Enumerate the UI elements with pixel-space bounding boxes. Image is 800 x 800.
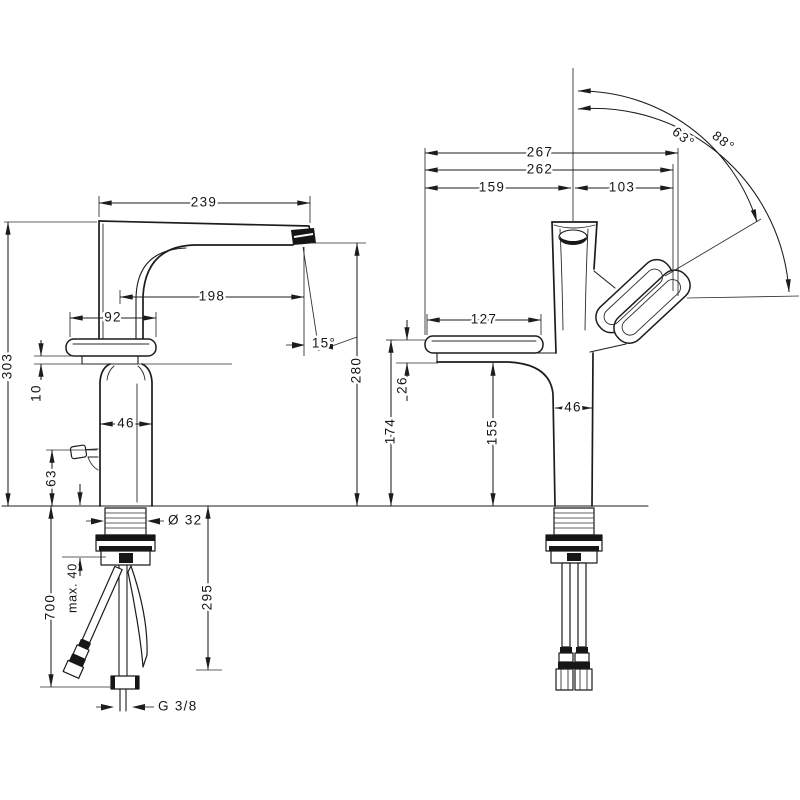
dim-label-88deg: 88° (709, 128, 737, 155)
dim-label-700: 700 (43, 594, 58, 620)
dim-label-63deg: 63° (669, 124, 697, 151)
dim-label-dia32: Ø 32 (168, 513, 202, 528)
dim-hose-length-700: 700 (40, 505, 112, 688)
dim-label-155: 155 (485, 419, 500, 445)
aerator-front (558, 229, 588, 245)
dim-label-198: 198 (199, 289, 225, 304)
dim-label-max40: max. 40 (65, 563, 79, 613)
dim-label-280: 280 (349, 357, 364, 383)
dim-shelf-lip-10: 10 (26, 340, 232, 404)
side-view-underdeck (62, 507, 156, 712)
dim-label-127: 127 (471, 312, 497, 327)
dim-label-15deg: 15° (312, 336, 336, 351)
angle-arc-88 (577, 105, 791, 293)
dim-body-width-46-side: 46 (99, 413, 153, 433)
dim-label-10: 10 (29, 384, 44, 402)
dim-thread-g38: G 3/8 (96, 696, 199, 716)
side-view-faucet-body (65, 220, 316, 507)
front-view: 267 262 159 103 127 26 (380, 68, 800, 691)
dim-width-262: 262 (424, 159, 674, 291)
dim-center-left-159: 159 (424, 177, 572, 197)
dim-total-height-303: 303 (0, 221, 97, 507)
front-view-underdeck (545, 507, 603, 691)
front-view-faucet-body (424, 68, 691, 507)
dim-spout-angle-15: 15° (286, 246, 358, 353)
dim-label-295: 295 (200, 584, 215, 610)
dim-label-46-side: 46 (117, 416, 135, 431)
dim-center-right-103: 103 (574, 177, 674, 197)
dim-label-63: 63 (44, 469, 59, 487)
angle-arc-63 (577, 88, 758, 223)
dim-label-92: 92 (104, 310, 122, 325)
dim-label-103: 103 (609, 180, 635, 195)
dim-label-267: 267 (527, 145, 553, 160)
dim-shelf-width-127: 127 (426, 309, 542, 335)
dim-projection-239: 239 (98, 192, 311, 223)
dim-body-width-46-front: 46 (554, 397, 593, 417)
g38-nut (110, 675, 140, 690)
dim-height-under-shelf-155: 155 (482, 362, 502, 507)
dim-overall-width-267: 267 (424, 142, 679, 335)
supply-hoses (555, 562, 593, 691)
dim-shank-diameter-32: Ø 32 (86, 510, 204, 530)
shelf-plate-front (424, 335, 544, 354)
dim-valve-height-63: 63 (41, 449, 97, 507)
dim-label-46-front: 46 (564, 400, 582, 415)
flex-hose (62, 565, 123, 679)
dim-hose-drop-295: 295 (196, 505, 222, 671)
dim-aerator-height-280: 280 (311, 242, 366, 507)
dim-base-depth-92: 92 (69, 307, 157, 337)
dim-shelf-height-26: 26 (392, 320, 438, 401)
dim-label-262: 262 (527, 162, 553, 177)
dim-label-303: 303 (0, 353, 15, 379)
dim-label-174: 174 (383, 418, 398, 444)
pull-rod (127, 565, 148, 668)
dim-label-239: 239 (191, 195, 217, 210)
shelf-plate-side (65, 338, 157, 357)
dim-aerator-projection-198: 198 (119, 247, 305, 356)
dim-label-g38: G 3/8 (158, 699, 198, 714)
dim-max-deck-40: max. 40 (62, 484, 106, 616)
dim-label-159: 159 (479, 180, 505, 195)
dim-height-shelf-top-174: 174 (380, 339, 400, 507)
joystick-handle (589, 258, 691, 353)
side-view: 239 198 92 303 10 46 (0, 192, 366, 716)
dim-label-26: 26 (395, 376, 410, 394)
rear-valve-handle (69, 444, 99, 471)
